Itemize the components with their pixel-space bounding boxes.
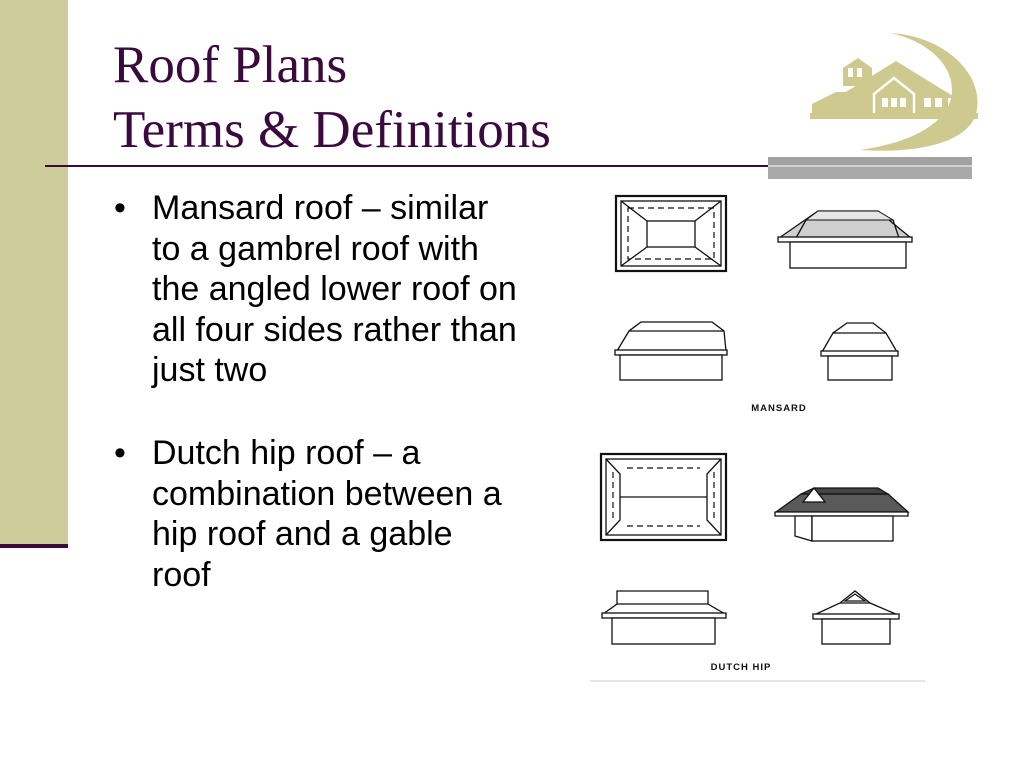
plan-outer-border: [614, 194, 728, 273]
plan-hip-lines: [620, 200, 722, 267]
gable-vent: [842, 593, 868, 602]
house-wall: [619, 354, 723, 381]
roof-eave: [601, 612, 727, 619]
house-wall: [827, 355, 893, 381]
slide-title-line: Roof Plans: [113, 36, 348, 94]
header-bar-top-band: [768, 157, 972, 165]
logo-swoosh: [860, 33, 978, 151]
bullet-line: roof: [152, 555, 211, 594]
left-accent-bar-rule: [0, 544, 68, 548]
dutch-hip-side-elevation: [812, 590, 900, 645]
mansard-roof-figure: MANSARD: [614, 194, 913, 414]
plan-flat-top: [646, 220, 696, 248]
roof-eave: [614, 349, 728, 356]
dutch-hip-front-elevation: [600, 590, 728, 645]
house-side-wall: [794, 515, 813, 542]
dutch-hip-perspective-view: [773, 486, 910, 542]
house-logo-icon: [810, 33, 978, 151]
house-wall: [789, 241, 907, 269]
roof-corner-lines: [795, 219, 900, 239]
roof-eave: [774, 511, 909, 517]
plan-dashed-wall-line: [627, 207, 715, 260]
elevation-roof: [820, 322, 899, 353]
logo-window: [900, 98, 906, 107]
header-gray-bar: [768, 157, 972, 179]
logo-window: [891, 98, 897, 107]
bullet-marker: •: [114, 189, 126, 227]
gable-end: [801, 486, 827, 503]
slide-subtitle-line: Terms & Definitions: [113, 101, 551, 159]
plan-outer-border: [599, 452, 728, 542]
bullet-line: Mansard roof – similar: [152, 189, 489, 227]
bullet-line: combination between a: [152, 474, 502, 513]
bullet-line: just two: [152, 351, 268, 389]
logo-window: [857, 68, 862, 77]
elevation-roof: [615, 321, 727, 352]
header-bar-stripe: [768, 165, 972, 167]
plan-inner-border: [605, 458, 722, 536]
roof-flat-top: [804, 210, 895, 221]
bullet-marker: •: [114, 434, 126, 472]
bullet-text: Mansard roof – similar to a gambrel roof…: [152, 188, 517, 391]
slide-title: Roof Plans Terms & Definitions: [113, 33, 551, 163]
mansard-side-elevation: [820, 322, 899, 381]
roof-eave: [777, 236, 913, 243]
mansard-plan-view: [614, 194, 728, 273]
mansard-front-elevation: [614, 321, 728, 381]
bullet-item-mansard: • Mansard roof – similar to a gambrel ro…: [0, 188, 540, 391]
figure-caption: DUTCH HIP: [711, 662, 772, 673]
logo-window: [848, 68, 853, 77]
figure-caption: MANSARD: [751, 403, 807, 414]
house-wall: [821, 618, 891, 645]
plan-inner-border: [620, 200, 722, 267]
logo-window: [935, 98, 942, 107]
roof-upper-slope: [800, 487, 891, 495]
logo-ground-stripe: [810, 113, 978, 119]
logo-window: [924, 98, 931, 107]
mansard-perspective-view: [776, 210, 913, 269]
left-accent-bar: [0, 0, 68, 544]
bullet-line: Dutch hip roof – a: [152, 434, 421, 472]
house-front-wall: [811, 515, 894, 542]
roof-eave: [820, 350, 899, 357]
roof-eave: [812, 613, 900, 620]
dutch-hip-roof-figure: DUTCH HIP: [590, 452, 925, 682]
bullet-text: Dutch hip roof – a combination between a…: [152, 433, 502, 595]
dutch-hip-plan-view: [599, 452, 728, 542]
elevation-roof: [600, 590, 728, 615]
bullet-line: hip roof and a gable: [152, 515, 453, 553]
hip-roof: [773, 493, 910, 513]
logo-front-gable: [872, 76, 916, 113]
bullet-line: all four sides rather than: [152, 310, 517, 349]
title-underline: [45, 165, 768, 167]
bullet-line: the angled lower roof on: [152, 270, 517, 308]
bullet-line: to a gambrel roof with: [152, 229, 479, 268]
bullet-item-dutch-hip: • Dutch hip roof – a combination between…: [0, 433, 540, 595]
logo-window: [882, 98, 888, 107]
house-wall: [611, 617, 716, 645]
